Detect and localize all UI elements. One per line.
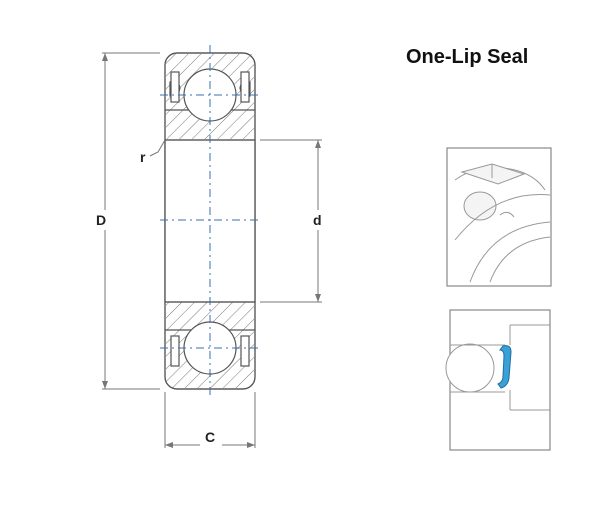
- label-chamfer: r: [140, 149, 146, 165]
- bearing-cutaway-detail: [446, 147, 552, 287]
- centerlines: [160, 45, 262, 398]
- arrowheads: [102, 53, 321, 448]
- dimensions: [102, 52, 322, 448]
- label-outer-diameter: D: [96, 212, 106, 228]
- seal-profile-detail: [445, 309, 551, 451]
- diagram-title: One-Lip Seal: [406, 46, 529, 68]
- label-width: C: [205, 429, 215, 445]
- seal-lip-icon: [497, 345, 512, 389]
- label-bore-diameter: d: [313, 212, 322, 228]
